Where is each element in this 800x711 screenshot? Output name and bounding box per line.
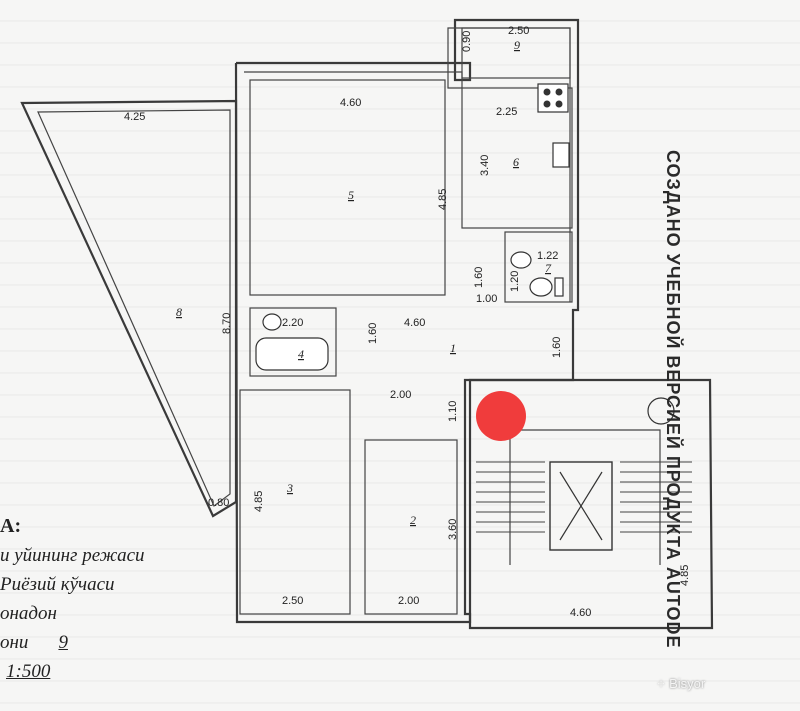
room-7-walls [504, 231, 573, 303]
stair-arrow [509, 429, 661, 565]
dimension-label: 0.90 [461, 31, 473, 52]
room-9-walls [461, 27, 571, 79]
dimension-label: 0.80 [208, 497, 229, 509]
legend-line-3: онадон [0, 603, 57, 624]
room-label-4: 4 [298, 347, 304, 361]
dimension-label: 8.70 [221, 313, 233, 334]
dimension-label: 4.60 [570, 607, 591, 619]
legend-line-1: и уйининг режаси [0, 545, 145, 566]
room-2-walls [364, 439, 458, 615]
dimension-label: 4.85 [437, 189, 449, 210]
room-4-walls [249, 307, 337, 377]
dimension-label: 4.60 [404, 317, 425, 329]
room-label-8: 8 [176, 305, 182, 319]
stove-burner [543, 88, 551, 96]
room-5-walls [249, 79, 446, 296]
room-3-walls [239, 389, 351, 615]
room-6-walls [461, 87, 573, 229]
plan-scale: 1:500 [6, 661, 51, 682]
toilet-icon [529, 277, 553, 297]
stove-icon [537, 83, 569, 113]
dimension-label: 4.85 [253, 491, 265, 512]
dimension-label: 4.60 [340, 97, 361, 109]
dimension-label: 3.40 [479, 155, 491, 176]
room-label-7: 7 [545, 261, 552, 275]
bathtub-icon [255, 337, 329, 371]
legend-line-2: Риёзий кўчаси [0, 574, 115, 595]
floor-number: 9 [58, 632, 68, 653]
dimension-label: 3.60 [447, 519, 459, 540]
wc-sink-icon [510, 251, 532, 269]
dimension-label: 2.20 [282, 317, 303, 329]
location-marker [476, 391, 526, 441]
dimension-label: 1.00 [476, 293, 497, 305]
room-label-5: 5 [348, 188, 354, 202]
dimension-label: 4.25 [124, 111, 145, 123]
plan-legend: А: и уйининг режаси Риёзий кўчаси онадон… [0, 512, 230, 686]
brand-mark: ⁘Bisyor [656, 676, 705, 691]
room-label-2: 2 [410, 513, 416, 527]
sheet-label: А: [0, 515, 22, 537]
balcony-inner-outline [37, 109, 231, 507]
stove-burner [555, 100, 563, 108]
stove-burner [555, 88, 563, 96]
watermark-text: СОЗДАНО УЧЕБНОЙ ВЕРСИЕЙ ПРОДУКТА AUTODE [663, 150, 683, 649]
room-label-3: 3 [286, 481, 293, 495]
dimension-label: 1.22 [537, 250, 558, 262]
dimension-label: 1.60 [551, 337, 563, 358]
elevator-shaft [549, 461, 613, 551]
balcony-outline [20, 99, 238, 518]
dimension-label: 2.25 [496, 106, 517, 118]
legend-line-4-prefix: они [0, 632, 29, 653]
dimension-label: 2.50 [282, 595, 303, 607]
elevator-cross [559, 471, 603, 541]
dimension-label: 2.50 [508, 25, 529, 37]
dimension-label: 2.00 [390, 389, 411, 401]
brand-name: Bisyor [669, 676, 706, 691]
dimension-label: 2.00 [398, 595, 419, 607]
toilet-tank-icon [554, 277, 564, 297]
dimension-label: 1.20 [509, 271, 521, 292]
dimension-label: 1.10 [447, 401, 459, 422]
brand-logo-icon: ⁘ [656, 677, 667, 691]
dimension-label: 1.60 [473, 267, 485, 288]
stair-circle [647, 397, 675, 425]
stairwell-outline [468, 378, 714, 630]
stove-burner [543, 100, 551, 108]
dimension-label: 1.60 [367, 323, 379, 344]
dimension-label: 4.85 [679, 565, 691, 586]
room-label-9: 9 [514, 38, 520, 52]
sink-icon [552, 142, 570, 168]
room-label-1: 1 [450, 341, 456, 355]
washbasin-icon [262, 313, 282, 331]
room-label-6: 6 [513, 155, 519, 169]
